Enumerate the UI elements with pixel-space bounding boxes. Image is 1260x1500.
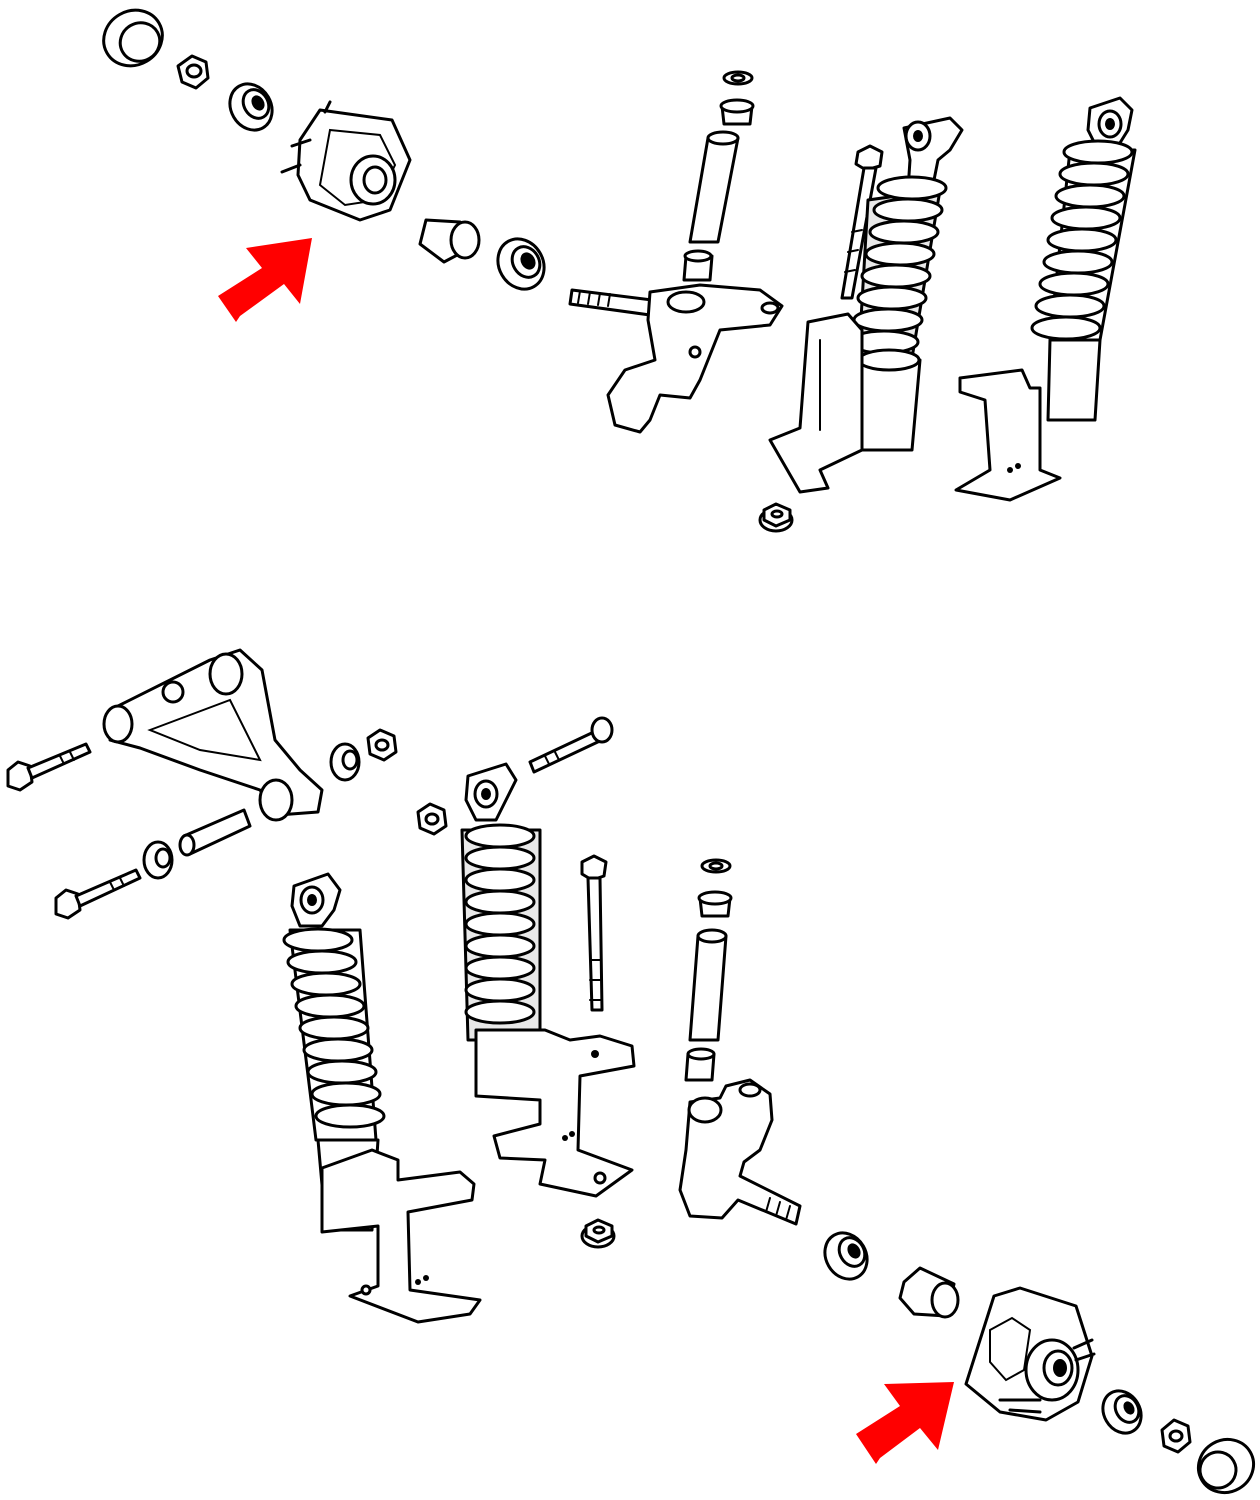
flange-nut-icon (580, 1218, 616, 1249)
flange-nut-icon (416, 802, 448, 836)
shock-bracket-icon (320, 1148, 482, 1324)
bottom-assembly (6, 648, 1256, 1495)
king-pin-sleeve-icon (682, 130, 740, 282)
bushing-icon (719, 98, 755, 126)
washer-icon (722, 70, 754, 86)
top-assembly (102, 8, 1137, 533)
washer-icon (700, 858, 732, 874)
highlight-arrow-bottom (856, 1382, 954, 1464)
coil-over-shock-icon (848, 116, 964, 452)
lock-nut-icon (176, 54, 210, 90)
inner-bearing-icon (496, 237, 546, 291)
coil-over-shock-icon (1030, 96, 1137, 422)
shock-bracket-icon (474, 1028, 636, 1198)
king-pin-sleeve-icon (684, 928, 728, 1082)
outer-bearing-icon (228, 82, 274, 132)
dust-cap-icon (1196, 1437, 1256, 1495)
a-arm-bushing-icon (142, 808, 252, 880)
outer-bearing-icon (1101, 1389, 1143, 1435)
wheel-hub-icon (964, 1286, 1096, 1422)
highlight-arrow-top (218, 238, 312, 322)
coil-over-shock-icon (460, 762, 542, 1042)
flange-nut-icon (758, 502, 794, 533)
spindle-icon (568, 283, 784, 434)
bushing-icon (697, 890, 733, 918)
spacer-sleeve-icon (418, 218, 481, 264)
spacer-sleeve-icon (898, 1266, 960, 1319)
a-arm-bolt-icon (54, 868, 142, 920)
outer-bearing-icon (823, 1231, 869, 1281)
a-arm-bolt-icon (6, 742, 92, 792)
a-arm-bushing-icon (329, 728, 398, 782)
shock-bolt-icon (528, 716, 614, 774)
lock-nut-icon (1160, 1418, 1192, 1454)
shock-mount-bracket-icon (954, 368, 1062, 502)
wheel-hub-icon (280, 100, 412, 222)
a-arm-icon (102, 648, 324, 822)
shock-bolt-icon (580, 854, 608, 1012)
dust-cap-icon (102, 8, 164, 68)
spindle-icon (678, 1078, 802, 1226)
shock-mount-bracket-icon (768, 312, 864, 494)
